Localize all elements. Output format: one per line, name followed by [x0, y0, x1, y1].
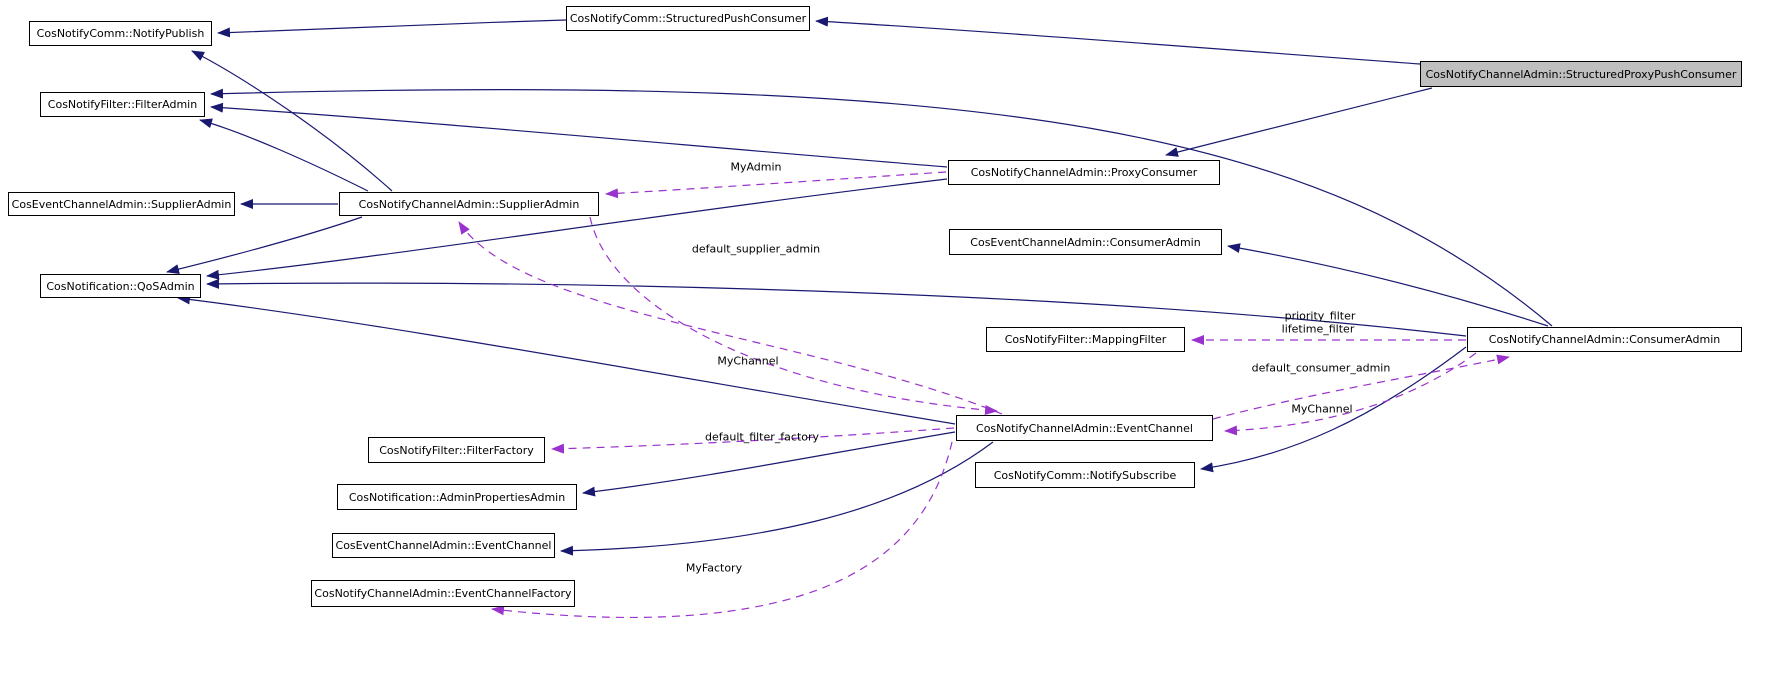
- edge-usage-myadmin: [605, 171, 947, 199]
- node-cosnotifyfilter-filteradmin[interactable]: CosNotifyFilter::FilterAdmin: [40, 92, 205, 117]
- edge-inherit-supplieradmin-to-qosadmin: [166, 216, 363, 274]
- edge-inherit-eventchannel-to-adminpropertiesadmin: [582, 431, 956, 497]
- edge-label-mychannel-consumer: MyChannel: [1291, 402, 1353, 416]
- edge-inherit-eventchannel-to-cosevent-eventchannel: [560, 441, 994, 556]
- edge-label-myadmin: MyAdmin: [730, 160, 782, 174]
- node-cosnotifycomm-notifysubscribe[interactable]: CosNotifyComm::NotifySubscribe: [975, 462, 1195, 488]
- node-coseventchanneladmin-supplieradmin[interactable]: CosEventChannelAdmin::SupplierAdmin: [8, 192, 235, 216]
- node-cosnotifychanneladmin-eventchannel[interactable]: CosNotifyChannelAdmin::EventChannel: [956, 415, 1213, 441]
- node-cosnotifycomm-structuredpushconsumer[interactable]: CosNotifyComm::StructuredPushConsumer: [566, 6, 810, 31]
- node-cosnotifychanneladmin-structuredproxypushconsumer[interactable]: CosNotifyChannelAdmin::StructuredProxyPu…: [1420, 61, 1742, 87]
- node-cosnotifyfilter-filterfactory[interactable]: CosNotifyFilter::FilterFactory: [368, 437, 545, 463]
- edge-inherit-gray-to-spc: [815, 16, 1421, 65]
- edge-label-lifetime-filter: lifetime_filter: [1281, 322, 1355, 336]
- edge-inherit-proxyconsumer-to-filteradmin: [210, 102, 948, 168]
- edge-usage-default-consumer-admin: [1212, 354, 1510, 420]
- node-cosnotifycomm-notifypublish[interactable]: CosNotifyComm::NotifyPublish: [29, 21, 212, 46]
- edge-label-default-filter-factory: default_filter_factory: [704, 430, 820, 444]
- edge-label-default-consumer-admin: default_consumer_admin: [1251, 361, 1391, 375]
- node-cosnotifychanneladmin-supplieradmin[interactable]: CosNotifyChannelAdmin::SupplierAdmin: [339, 192, 599, 216]
- edge-usage-mychannel-supplier: [589, 216, 998, 415]
- edge-inherit-consumeradmin-to-qosadmin: [206, 278, 1467, 337]
- edge-label-default-supplier-admin: default_supplier_admin: [691, 242, 821, 256]
- edge-inherit-consumeradmin-to-coseventconsumeradmin: [1227, 243, 1549, 327]
- edge-label-priority-filter: priority_filter: [1284, 309, 1356, 323]
- node-cosnotifychanneladmin-eventchannelfactory[interactable]: CosNotifyChannelAdmin::EventChannelFacto…: [311, 580, 575, 607]
- edge-usage-default-filter-factory: [551, 427, 955, 454]
- node-cosnotification-qosadmin[interactable]: CosNotification::QoSAdmin: [40, 274, 201, 298]
- edge-usage-mychannel-consumer: [1224, 352, 1477, 436]
- node-cosnotifychanneladmin-proxyconsumer[interactable]: CosNotifyChannelAdmin::ProxyConsumer: [948, 160, 1220, 185]
- node-coseventchanneladmin-eventchannel[interactable]: CosEventChannelAdmin::EventChannel: [332, 533, 555, 558]
- edge-inherit-spc-to-notifypublish: [217, 19, 567, 38]
- edge-label-mychannel-supplier: MyChannel: [717, 354, 779, 368]
- node-cosnotifychanneladmin-consumeradmin[interactable]: CosNotifyChannelAdmin::ConsumerAdmin: [1467, 327, 1742, 352]
- edge-inherit-gray-to-proxyconsumer: [1165, 87, 1433, 157]
- edge-inherit-proxyconsumer-to-qosadmin: [206, 178, 948, 280]
- node-cosnotification-adminpropertiesadmin[interactable]: CosNotification::AdminPropertiesAdmin: [337, 484, 577, 510]
- edge-inherit-consumeradmin-to-notifysubscribe: [1200, 346, 1467, 473]
- node-cosnotifyfilter-mappingfilter[interactable]: CosNotifyFilter::MappingFilter: [986, 327, 1185, 352]
- edge-inherit-consumeradmin-to-filteradmin: [210, 88, 1553, 327]
- edge-usage-myfactory: [491, 441, 953, 618]
- edge-inherit-eventchannel-to-qosadmin: [177, 294, 956, 425]
- edge-inherit-supplieradmin-to-notifypublish: [191, 50, 393, 192]
- node-coseventchanneladmin-consumeradmin[interactable]: CosEventChannelAdmin::ConsumerAdmin: [949, 229, 1222, 255]
- edge-usage-default-supplier-admin: [458, 221, 1003, 415]
- edge-inherit-supplieradmin-to-filteradmin: [199, 118, 369, 192]
- edge-label-myfactory: MyFactory: [685, 561, 743, 575]
